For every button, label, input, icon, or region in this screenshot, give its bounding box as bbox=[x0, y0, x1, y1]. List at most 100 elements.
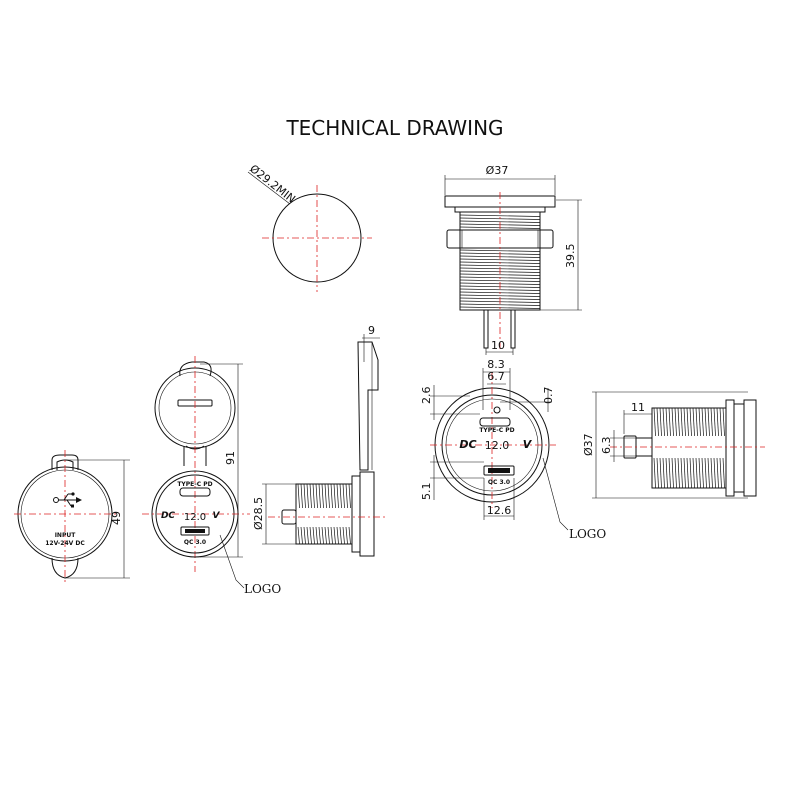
thread-line bbox=[333, 483, 336, 509]
thread-line bbox=[300, 526, 303, 545]
thread-line bbox=[342, 483, 345, 509]
thread-line bbox=[671, 407, 674, 437]
thread-line bbox=[315, 526, 318, 545]
dc-label-left: DC bbox=[161, 511, 175, 521]
v-label-right: V bbox=[523, 438, 533, 451]
thread-line bbox=[318, 483, 321, 509]
thread-line bbox=[339, 526, 342, 545]
thread-line bbox=[674, 407, 677, 437]
thread-line bbox=[345, 526, 348, 545]
pin-spacing-dim: 10 bbox=[491, 339, 505, 352]
thread-line bbox=[662, 407, 665, 437]
thread-line bbox=[306, 526, 309, 545]
thread-line bbox=[333, 526, 336, 545]
side-view-with-cap: 9 Ø28.5 bbox=[252, 324, 385, 557]
cap-height-dim: 49 bbox=[110, 511, 123, 525]
thread-line bbox=[686, 457, 689, 489]
dim-0-7: 0.7 bbox=[542, 387, 555, 405]
thread-line bbox=[671, 457, 674, 489]
dim-8-3: 8.3 bbox=[487, 358, 505, 371]
thread-line bbox=[306, 483, 309, 509]
cap-thickness-dim: 9 bbox=[368, 324, 375, 337]
thread-line bbox=[336, 526, 339, 545]
thread-line bbox=[662, 457, 665, 489]
thread-line bbox=[722, 407, 725, 437]
thread-line bbox=[677, 457, 680, 489]
type-c-label-left: TYPE-C PD bbox=[177, 481, 212, 488]
thread-line bbox=[707, 457, 710, 489]
thread-line bbox=[348, 483, 351, 509]
dim-2-6: 2.6 bbox=[420, 387, 433, 405]
thread-line bbox=[459, 303, 541, 306]
thread-line bbox=[701, 457, 704, 489]
thread-line bbox=[722, 457, 725, 489]
thread-line bbox=[656, 457, 659, 489]
thread-line bbox=[321, 483, 324, 509]
thread-line bbox=[459, 279, 541, 282]
top-width-dim: Ø37 bbox=[486, 164, 509, 177]
dim-12-6: 12.6 bbox=[487, 504, 512, 517]
thread-line bbox=[704, 407, 707, 437]
thread-line bbox=[695, 457, 698, 489]
thread-line bbox=[689, 457, 692, 489]
thread-line bbox=[716, 407, 719, 437]
right-side-view: Ø37 11 6.3 bbox=[582, 391, 765, 499]
page-title: TECHNICAL DRAWING bbox=[285, 116, 503, 140]
thread-line bbox=[695, 407, 698, 437]
rear-view: INPUT 12V-24V DC 49 bbox=[14, 450, 130, 582]
thread-line bbox=[659, 407, 662, 437]
thread-line bbox=[653, 407, 656, 437]
thread-line bbox=[459, 258, 541, 261]
cap-length-dim: 91 bbox=[224, 451, 237, 465]
thread-line bbox=[303, 483, 306, 509]
thread-line bbox=[707, 407, 710, 437]
thread-line bbox=[665, 407, 668, 437]
thread-line bbox=[698, 457, 701, 489]
top-side-view: Ø37 39.5 10 bbox=[444, 164, 582, 355]
thread-line bbox=[318, 526, 321, 545]
thread-line bbox=[312, 483, 315, 509]
thread-line bbox=[321, 526, 324, 545]
thread-line bbox=[459, 294, 541, 297]
thread-line bbox=[668, 457, 671, 489]
thread-line bbox=[327, 526, 330, 545]
dim-5-1: 5.1 bbox=[420, 483, 433, 501]
thread-line bbox=[312, 526, 315, 545]
thread-line bbox=[336, 483, 339, 509]
thread-line bbox=[677, 407, 680, 437]
front-view-detail: TYPE-C PD DC 12.0 V QC 3.0 8.3 6.7 2.6 5… bbox=[420, 358, 606, 541]
thread-line bbox=[459, 273, 541, 276]
thread-line bbox=[327, 483, 330, 509]
thread-line bbox=[324, 483, 327, 509]
thread-line bbox=[710, 407, 713, 437]
thread-line bbox=[719, 457, 722, 489]
thread-line bbox=[719, 407, 722, 437]
thread-line bbox=[309, 483, 312, 509]
thread-line bbox=[683, 457, 686, 489]
dim-6-3: 6.3 bbox=[600, 437, 613, 455]
input-label: INPUT bbox=[55, 532, 77, 539]
thread-line bbox=[330, 526, 333, 545]
thread-line bbox=[459, 220, 541, 223]
thread-line bbox=[459, 288, 541, 291]
qc-label-left: QC 3.0 bbox=[184, 539, 206, 546]
qc-label-right: QC 3.0 bbox=[488, 479, 510, 486]
thread-line bbox=[689, 407, 692, 437]
thread-line bbox=[704, 457, 707, 489]
thread-line bbox=[459, 214, 541, 217]
thread-line bbox=[674, 457, 677, 489]
dim-11: 11 bbox=[631, 401, 645, 414]
thread-line bbox=[303, 526, 306, 545]
cutout-dim-label: Ø29.2MIN bbox=[247, 162, 298, 206]
thread-line bbox=[686, 407, 689, 437]
logo-label-left: LOGO bbox=[244, 582, 281, 596]
thread-line bbox=[710, 457, 713, 489]
thread-line bbox=[680, 407, 683, 437]
dc-label-right: DC bbox=[459, 438, 476, 451]
thread-line bbox=[713, 457, 716, 489]
usb-icon bbox=[53, 492, 82, 508]
thread-line bbox=[324, 526, 327, 545]
thread-line bbox=[701, 407, 704, 437]
